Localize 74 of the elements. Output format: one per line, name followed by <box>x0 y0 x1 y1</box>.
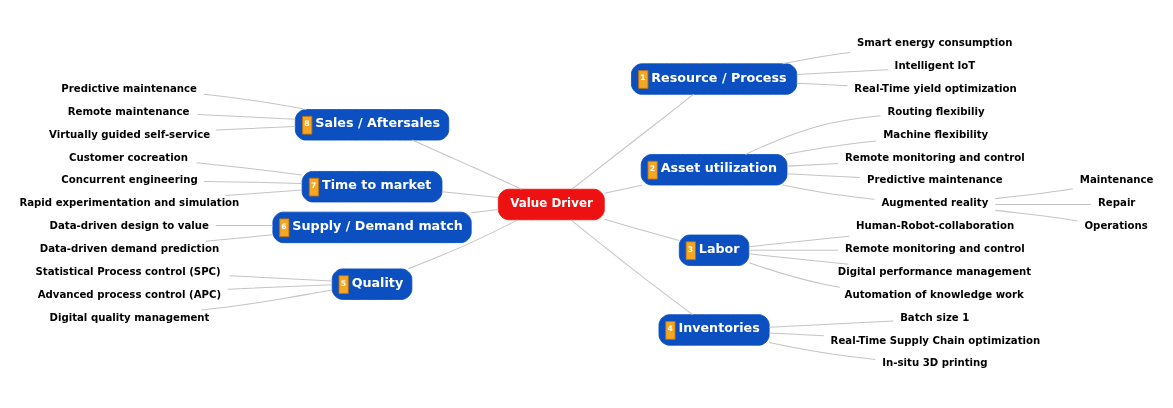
connector <box>441 190 499 198</box>
node-text: Predictive maintenance <box>61 82 197 94</box>
node-text: Virtually guided self-service <box>49 128 211 140</box>
connector <box>786 162 839 167</box>
connector <box>204 233 274 242</box>
connector <box>215 224 274 226</box>
node-text: Customer cocreation <box>69 151 188 163</box>
node-text: Routing flexibiliy <box>887 105 985 117</box>
connector <box>200 288 333 310</box>
node-text: In-situ 3D printing <box>882 356 988 368</box>
node-text: Human-Robot-collaboration <box>856 219 1015 231</box>
connector <box>411 139 522 190</box>
connector <box>785 140 877 155</box>
connector <box>768 320 894 328</box>
node-text: Machine flexibility <box>883 128 989 140</box>
connector <box>748 249 839 251</box>
connector <box>768 331 825 336</box>
node-text: Data-driven demand prediction <box>39 242 220 254</box>
connector <box>796 68 889 75</box>
connector <box>994 203 1092 205</box>
node-text: Concurrent engineering <box>61 173 198 185</box>
node-text: Data-driven design to value <box>49 219 209 231</box>
node-text: Remote monitoring and control <box>845 242 1025 254</box>
connector <box>203 93 307 110</box>
connector <box>748 235 850 247</box>
connector <box>197 113 296 120</box>
connector <box>603 184 643 194</box>
node-box: 5 Quality <box>331 268 413 300</box>
connector <box>994 209 1078 221</box>
node-text: Maintenance <box>1079 173 1154 185</box>
node-box: 4 Inventories <box>658 313 770 346</box>
connector <box>781 51 851 64</box>
connector <box>470 208 499 213</box>
connector <box>227 283 333 290</box>
node-box: 7 Time to market <box>301 170 443 202</box>
node-text: Intelligent IoT <box>894 59 976 71</box>
node-box: 8 Sales / Aftersales <box>294 108 450 140</box>
node-text: Automation of knowledge work <box>844 288 1024 300</box>
connector <box>215 125 296 131</box>
node-box: 3 Labor <box>678 234 750 266</box>
node-text: Digital quality management <box>49 311 210 323</box>
node-text: Digital performance management <box>837 265 1032 277</box>
connector <box>796 82 848 86</box>
node-text: Remote maintenance <box>67 105 190 117</box>
node-box: Value Driver <box>497 188 605 220</box>
node-text: Batch size 1 <box>900 311 970 323</box>
node-text: Repair <box>1098 196 1136 208</box>
node-box: 2 Asset utilization <box>640 153 788 185</box>
node-box: 6 Supply / Demand match <box>272 211 472 243</box>
node-text: Predictive maintenance <box>867 173 1003 185</box>
connector <box>781 184 875 200</box>
node-text: Smart energy consumption <box>856 36 1013 48</box>
connector <box>748 252 850 265</box>
node-text: Statistical Process control (SPC) <box>35 265 221 277</box>
connector <box>768 341 876 360</box>
node-text: Advanced process control (APC) <box>37 288 222 300</box>
connector <box>603 218 680 241</box>
node-box: 1 Resource / Process <box>631 62 798 95</box>
node-text: Augmented reality <box>881 196 989 208</box>
connector <box>994 187 1074 199</box>
connector <box>407 218 519 269</box>
node-text: Real-Time yield optimization <box>854 82 1017 94</box>
connector <box>229 274 333 281</box>
connector <box>571 93 695 190</box>
connector <box>203 180 303 184</box>
connector <box>748 261 841 288</box>
connector <box>744 114 882 155</box>
connector <box>195 161 303 176</box>
node-text: Operations <box>1084 219 1148 231</box>
connector <box>786 172 861 178</box>
connector <box>224 189 303 196</box>
node-text: Real-Time Supply Chain optimization <box>830 334 1041 346</box>
node-text: Rapid experimentation and simulation <box>19 196 240 208</box>
node-text: Remote monitoring and control <box>845 151 1025 163</box>
